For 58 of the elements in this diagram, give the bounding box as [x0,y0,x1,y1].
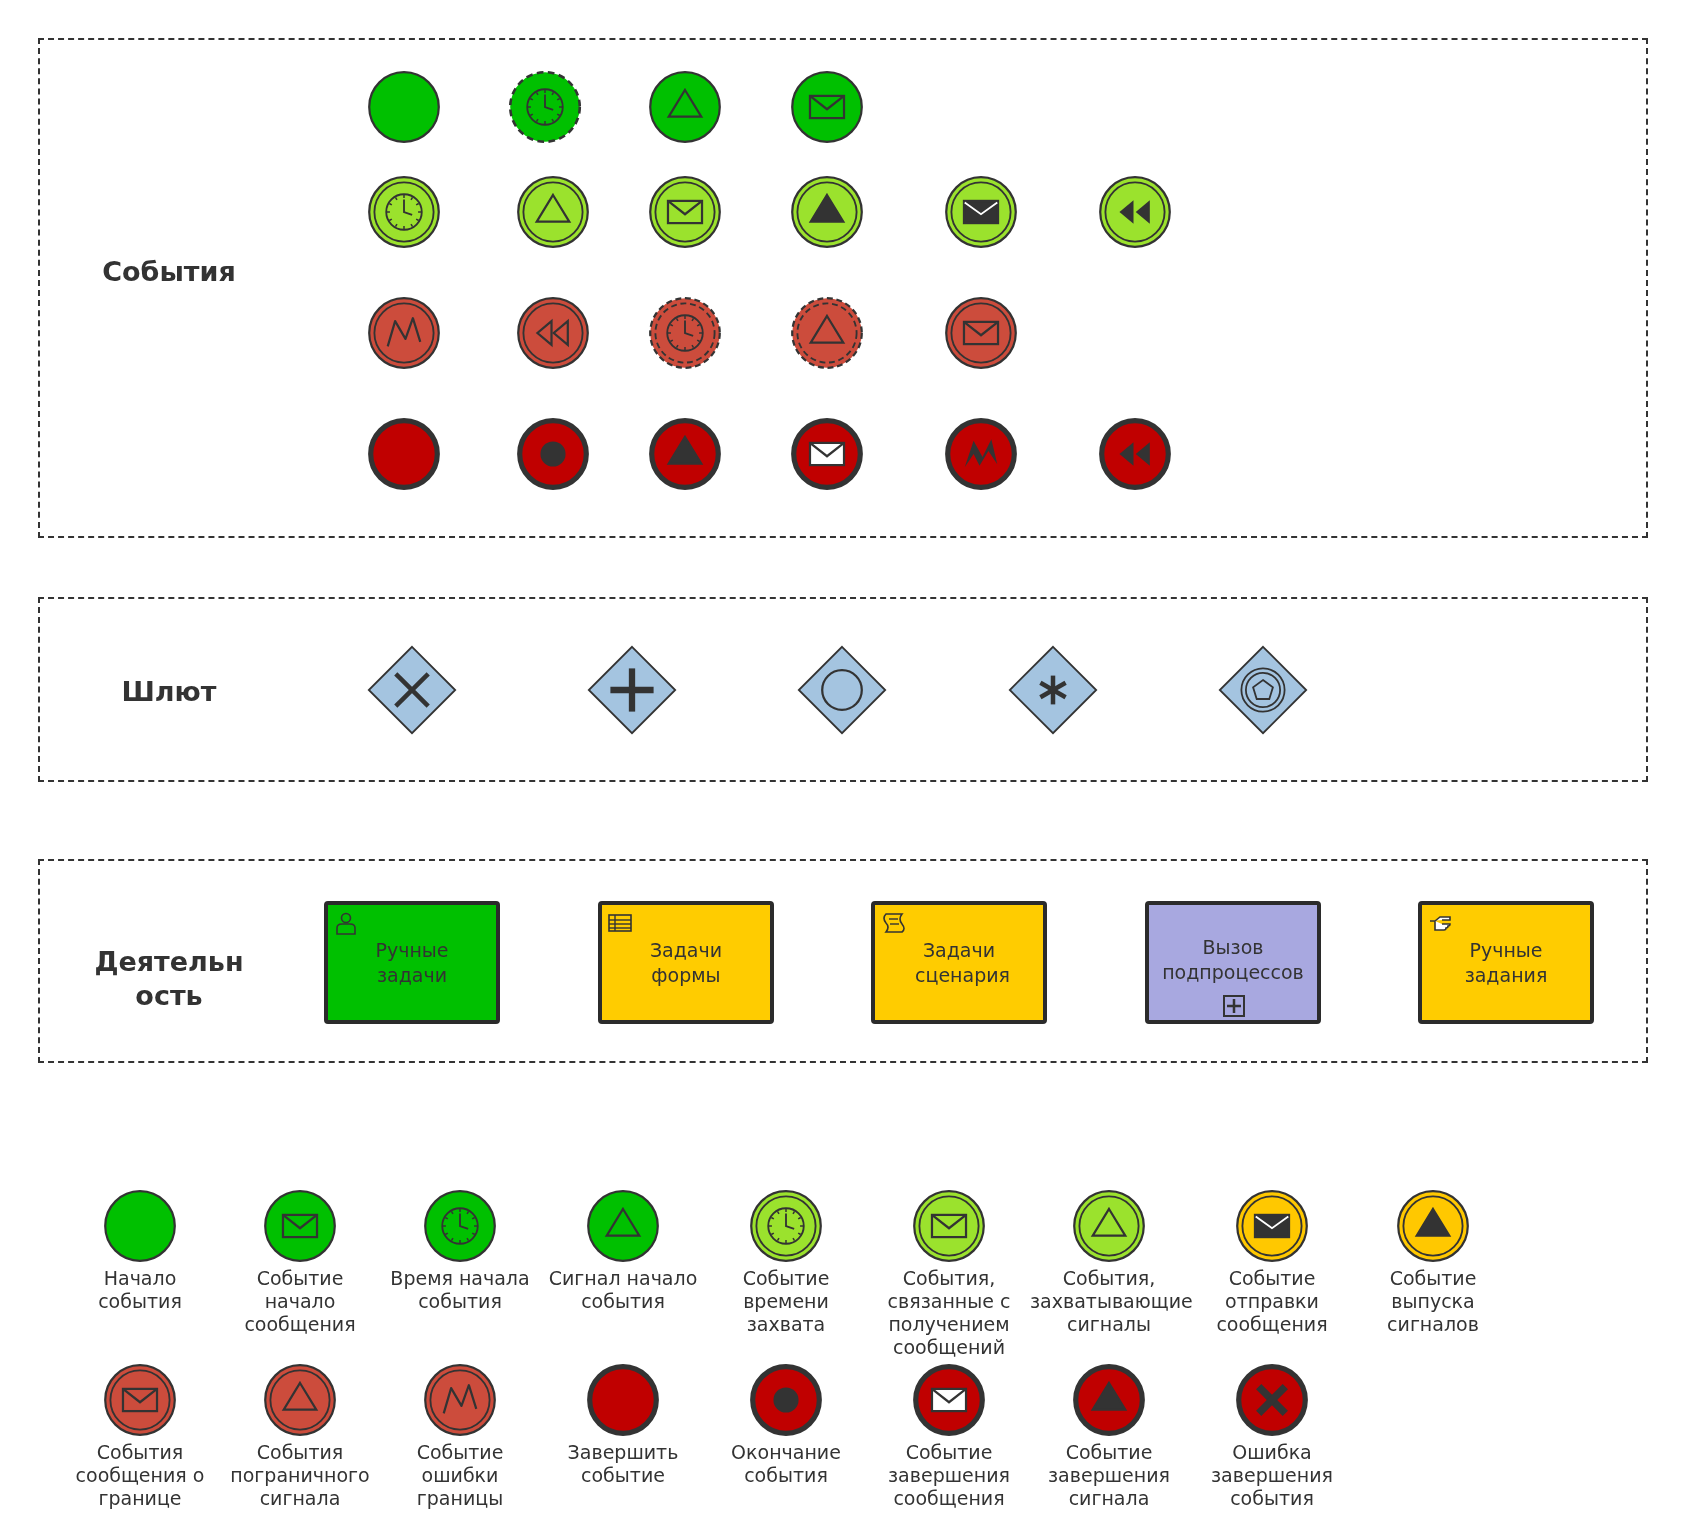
event-circle [648,175,722,249]
task-label: Задачи формы [648,938,724,988]
event-circle [367,296,441,370]
event-label: Завершить событие [566,1441,680,1487]
task-label: Задачи сценария [914,938,1011,988]
event-label: Окончание события [730,1441,842,1487]
group-title: События [101,255,237,289]
event-circle [790,417,864,491]
event-circle [367,175,441,249]
event-label: Начало события [97,1267,183,1313]
event-circle [648,296,722,370]
event-label: Сигнал начало события [547,1267,699,1313]
gateway-diamond [1218,645,1308,735]
event-circle [516,417,590,491]
event-circle [516,296,590,370]
event-label: События пограничного сигнала [229,1441,371,1510]
event-label: События сообщения о границе [74,1441,206,1510]
event-label: Событие ошибки границы [415,1441,505,1510]
group-box [38,859,1648,1063]
event-circle [367,70,441,144]
event-circle [516,175,590,249]
event-circle [648,417,722,491]
task-box [1418,901,1594,1024]
gateway-diamond [797,645,887,735]
group-title: Шлют [120,675,218,709]
event-label: Время начала события [389,1267,531,1313]
event-label: Событие выпуска сигналов [1386,1267,1480,1336]
event-label: Ошибка завершения события [1210,1441,1334,1510]
event-label: События, связанные с получением сообщений [886,1267,1012,1359]
event-circle [790,296,864,370]
event-label: Событие начало сообщения [243,1267,357,1336]
task-box [871,901,1047,1024]
event-circle [790,175,864,249]
event-circle [648,70,722,144]
task-box [1145,901,1321,1024]
event-circle [1098,417,1172,491]
task-label: Ручные задачи [374,938,450,988]
event-label: Событие отправки сообщения [1215,1267,1329,1336]
group-box [38,597,1648,782]
gateway-diamond [1008,645,1098,735]
gateway-diamond [367,645,457,735]
group-title: Деятельность [93,945,245,1013]
event-circle [1098,175,1172,249]
event-circle [790,70,864,144]
event-label: Событие завершения сообщения [887,1441,1011,1510]
task-box [598,901,774,1024]
event-label: Событие завершения сигнала [1047,1441,1171,1510]
event-label: Событие времени захвата [741,1267,831,1336]
event-circle [944,175,1018,249]
gateway-diamond [587,645,677,735]
group-box [38,38,1648,538]
task-label: Вызов подпроцессов [1161,935,1305,985]
task-label: Ручные задания [1463,938,1549,988]
event-circle [508,70,582,144]
event-circle [944,417,1018,491]
event-circle [944,296,1018,370]
event-circle [367,417,441,491]
task-box [324,901,500,1024]
